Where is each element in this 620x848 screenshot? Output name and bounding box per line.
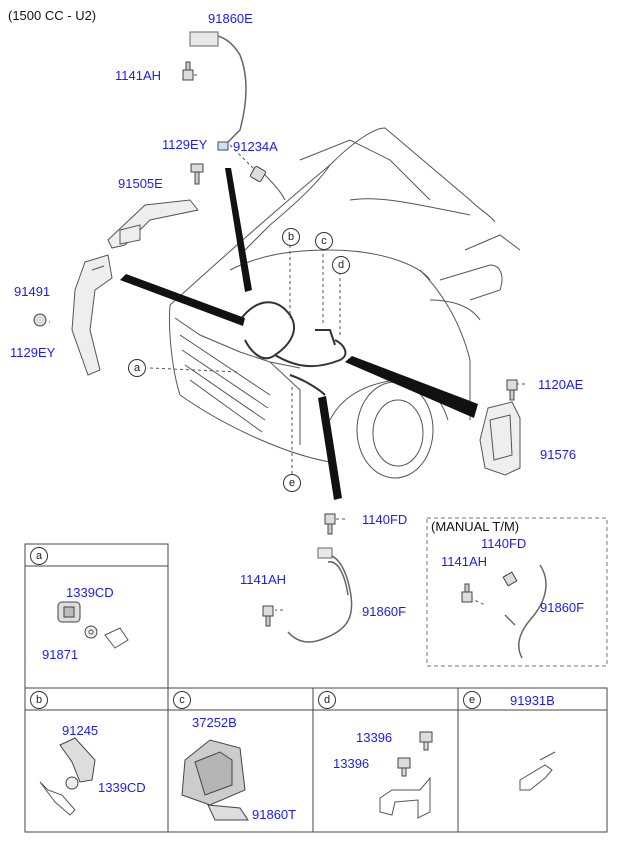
callout-d[interactable]: d: [332, 256, 350, 274]
bolt-1129EY-left-icon: [33, 313, 47, 327]
part-label-37252B[interactable]: 37252B: [192, 715, 237, 730]
part-label-1129EY-top[interactable]: 1129EY: [162, 137, 208, 152]
manual-tm-title: (MANUAL T/M): [431, 519, 520, 534]
bracket-91505E-icon: [107, 199, 199, 249]
part-label-91234A[interactable]: 91234A: [233, 139, 278, 154]
detail-table-grid: [24, 543, 608, 833]
bolt-13396-1-icon: [419, 731, 433, 751]
bolt-1141AH-mid-icon: [262, 605, 274, 627]
boot-91245-icon: [59, 737, 96, 783]
ground-cable-91860F: [287, 553, 353, 643]
bolt-1141AH-manual-icon: [461, 583, 473, 603]
bracket-a-icon: [104, 627, 129, 649]
part-label-91871[interactable]: 91871: [42, 647, 79, 662]
car-grille: [174, 317, 301, 369]
protector-91491-icon: [71, 254, 113, 376]
panel-e-header: e: [463, 691, 481, 709]
part-label-91491[interactable]: 91491: [14, 284, 51, 299]
cable-connector-91860E: [189, 31, 219, 47]
nut-1339CD-a-icon: [84, 625, 98, 639]
part-label-91860T[interactable]: 91860T: [252, 807, 297, 822]
bolt-1140FD-manual-icon: [502, 571, 518, 587]
part-label-13396-1[interactable]: 13396: [356, 730, 393, 745]
part-label-1141AH-mid[interactable]: 1141AH: [240, 572, 287, 587]
main-wiring-harness: [239, 301, 347, 396]
panel-a-header: a: [30, 547, 48, 565]
manual-tm-box: [426, 517, 608, 667]
part-label-1129EY-left[interactable]: 1129EY: [10, 345, 56, 360]
callout-a[interactable]: a: [128, 359, 146, 377]
panel-b-header: b: [30, 691, 48, 709]
car-front-wheel: [356, 381, 434, 479]
part-label-91576[interactable]: 91576: [540, 447, 577, 462]
grommet-91871-icon: [57, 601, 81, 623]
part-label-91245[interactable]: 91245: [62, 723, 99, 738]
leader-91860F: [318, 396, 342, 500]
part-label-1141AH-top[interactable]: 1141AH: [115, 68, 162, 83]
part-label-91860F-manual[interactable]: 91860F: [540, 600, 585, 615]
engine-variant-header: (1500 CC - U2): [8, 8, 97, 23]
leader-91860E: [225, 168, 252, 292]
ground-cable-91860E: [195, 34, 247, 149]
callout-c[interactable]: c: [315, 232, 333, 250]
leader-91491: [120, 274, 245, 326]
part-label-1339CD-a[interactable]: 1339CD: [66, 585, 114, 600]
terminal-b-icon: [39, 781, 76, 816]
bracket-91576-icon: [479, 401, 521, 476]
car-hood-outline: [169, 127, 496, 306]
part-label-91505E[interactable]: 91505E: [118, 176, 163, 191]
bracket-91931B-icon: [519, 751, 556, 791]
cable-91860T-icon: [207, 804, 249, 821]
callout-b[interactable]: b: [282, 228, 300, 246]
part-label-1140FD-manual[interactable]: 1140FD: [481, 536, 527, 551]
cover-37252B-icon: [181, 739, 246, 806]
bolt-1141AH-top-icon: [182, 61, 194, 81]
part-label-1339CD-b[interactable]: 1339CD: [98, 780, 146, 795]
panel-c-header: c: [173, 691, 191, 709]
bolt-1129EY-top-icon: [190, 163, 204, 185]
part-label-1141AH-manual[interactable]: 1141AH: [441, 554, 488, 569]
panel-d-header: d: [318, 691, 336, 709]
nut-1339CD-b-icon: [65, 776, 79, 790]
bracket-d-icon: [379, 776, 431, 819]
part-label-1140FD[interactable]: 1140FD: [362, 512, 408, 527]
ground-cable-91860F-manual: [504, 564, 547, 659]
part-label-13396-2[interactable]: 13396: [333, 756, 370, 771]
leader-91576: [345, 356, 478, 418]
part-label-91860E[interactable]: 91860E: [208, 11, 253, 26]
callout-e[interactable]: e: [283, 474, 301, 492]
part-label-91931B[interactable]: 91931B: [510, 693, 555, 708]
bolt-91234A-icon: [250, 166, 266, 182]
part-label-1120AE[interactable]: 1120AE: [538, 377, 584, 392]
bolt-13396-2-icon: [397, 757, 411, 777]
part-label-91860F[interactable]: 91860F: [362, 604, 407, 619]
bolt-1120AE-icon: [506, 379, 518, 401]
bolt-1140FD-icon: [324, 513, 336, 535]
